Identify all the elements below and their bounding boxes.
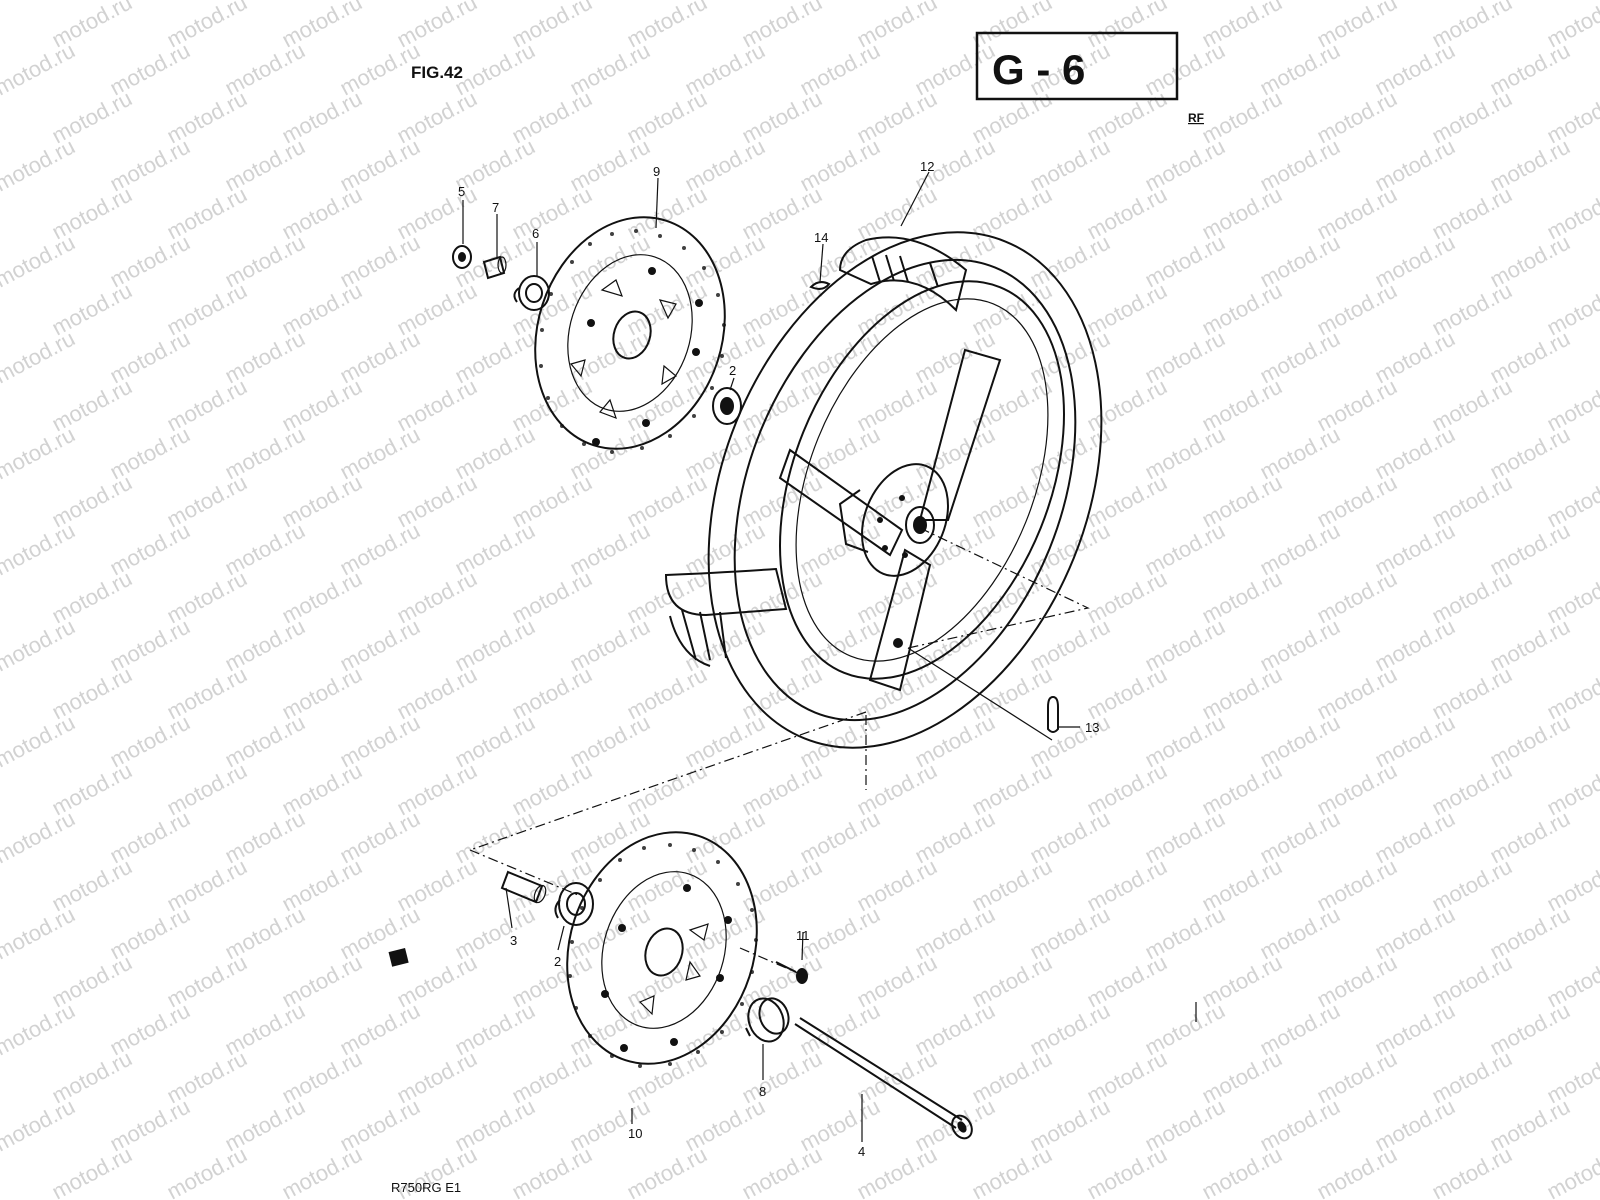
watermark-text: motod.ru bbox=[1428, 1142, 1516, 1200]
part-label-13: 13 bbox=[1085, 720, 1099, 735]
figure-title: FIG.42 bbox=[411, 63, 463, 82]
rf-mark: RF bbox=[1188, 111, 1204, 125]
bearing-icon bbox=[712, 387, 742, 425]
part-label-5: 5 bbox=[458, 184, 465, 199]
bolt-icon bbox=[775, 961, 808, 984]
part-label-3: 3 bbox=[510, 933, 517, 948]
axle-icon bbox=[794, 1017, 973, 1140]
nut-icon bbox=[452, 245, 472, 269]
watermark-text: motod.ru bbox=[623, 1142, 711, 1200]
part-label-6: 6 bbox=[532, 226, 539, 241]
part-label-11: 11 bbox=[796, 928, 810, 943]
part-label-4: 4 bbox=[858, 1144, 865, 1159]
part-label-14: 14 bbox=[814, 230, 828, 245]
part-label-2-lower: 2 bbox=[554, 954, 561, 969]
bearing-icon bbox=[513, 275, 550, 311]
watermark-text: motod.ru bbox=[0, 422, 79, 485]
watermark-text: motod.ru bbox=[0, 806, 79, 869]
part-labels: 5 7 6 9 12 14 2 13 3 2 11 8 10 4 bbox=[458, 159, 1099, 1159]
watermark-text: motod.ru bbox=[0, 326, 79, 389]
part-label-8: 8 bbox=[759, 1084, 766, 1099]
model-code: R750RG E1 bbox=[391, 1180, 461, 1195]
watermark-text: motod.ru bbox=[0, 710, 79, 773]
part-label-2-upper: 2 bbox=[729, 363, 736, 378]
valve-icon bbox=[1047, 695, 1059, 733]
brake-disc-icon bbox=[566, 831, 758, 1068]
part-label-9: 9 bbox=[653, 164, 660, 179]
watermark-text: motod.ru bbox=[968, 1142, 1056, 1200]
watermark-text: motod.ru bbox=[738, 1142, 826, 1200]
spacer-icon bbox=[500, 870, 547, 904]
watermark-text: motod.ru bbox=[1198, 1142, 1286, 1200]
watermark-text: motod.ru bbox=[853, 1142, 941, 1200]
assembly-lines bbox=[469, 527, 1197, 1022]
spacer-icon bbox=[482, 255, 507, 280]
watermark-text: motod.ru bbox=[1083, 1142, 1171, 1200]
wheel-rim bbox=[778, 348, 1002, 692]
watermark-text: motod.ru bbox=[0, 134, 79, 197]
figure-code: G - 6 bbox=[992, 46, 1085, 93]
leader-lines bbox=[462, 171, 1080, 1142]
part-label-10: 10 bbox=[628, 1126, 642, 1141]
watermark-text: motod.ru bbox=[0, 1094, 79, 1157]
balance-weight-icon bbox=[809, 281, 831, 290]
watermark-text: motod.ru bbox=[0, 902, 79, 965]
watermark-text: motod.ru bbox=[0, 998, 79, 1061]
watermark-text: motod.ru bbox=[163, 1142, 251, 1200]
watermark-text: motod.ru bbox=[0, 518, 79, 581]
watermark-text: motod.ru bbox=[0, 0, 79, 4]
watermark-text: motod.ru bbox=[48, 1142, 136, 1200]
watermark-text: motod.ru bbox=[1313, 1142, 1401, 1200]
arrow-mark-icon bbox=[388, 948, 409, 967]
speedometer-gear-icon bbox=[745, 997, 790, 1043]
watermark-text: motod.ru bbox=[0, 614, 79, 677]
watermark-text: motod.ru bbox=[0, 38, 79, 101]
watermark-text: motod.ru bbox=[0, 230, 79, 293]
figure-code-box: G - 6 bbox=[975, 31, 1179, 101]
tire-icon bbox=[664, 231, 1103, 749]
part-label-12: 12 bbox=[920, 159, 934, 174]
watermark-text: motod.ru bbox=[508, 1142, 596, 1200]
part-label-7: 7 bbox=[492, 200, 499, 215]
brake-disc-icon bbox=[534, 216, 726, 454]
watermark-text: motod.ru bbox=[278, 1142, 366, 1200]
watermark-text: motod.ru bbox=[1543, 1142, 1600, 1200]
